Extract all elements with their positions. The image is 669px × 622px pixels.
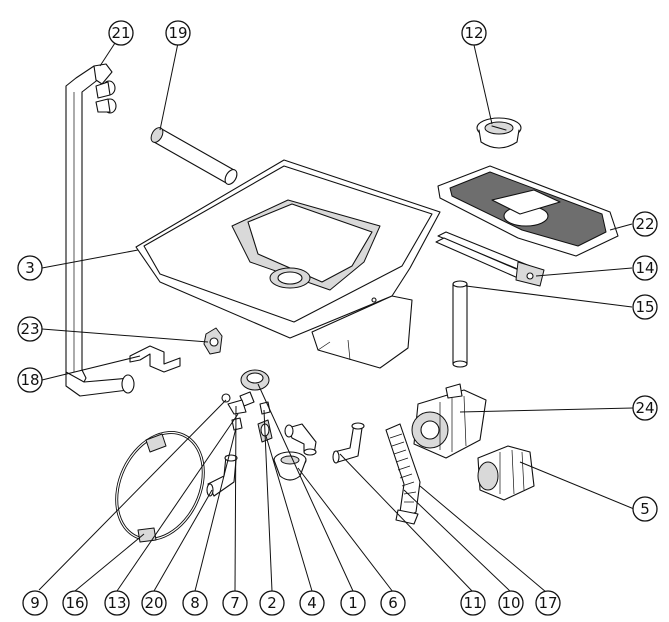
filter-tray-drawing — [437, 165, 619, 257]
callout-6-label: 6 — [388, 594, 398, 612]
leader-14 — [535, 267, 633, 277]
leader-22 — [609, 223, 633, 231]
callout-16: 16 — [62, 590, 88, 616]
callout-15: 15 — [632, 294, 658, 320]
callout-9: 9 — [22, 590, 48, 616]
hose-ring-drawing — [115, 431, 205, 543]
leader-6 — [297, 467, 394, 593]
callout-9-label: 9 — [30, 594, 40, 612]
leader-11 — [339, 453, 474, 593]
callout-6: 6 — [380, 590, 406, 616]
callout-8-label: 8 — [190, 594, 200, 612]
callout-3-label: 3 — [25, 259, 35, 277]
callout-17-label: 17 — [538, 594, 557, 612]
leader-4 — [265, 435, 313, 592]
callout-5-label: 5 — [640, 500, 650, 518]
drain-valve-drawing — [203, 327, 223, 355]
callout-23-label: 23 — [20, 320, 39, 338]
callout-1-label: 1 — [348, 594, 358, 612]
callout-24-label: 24 — [635, 399, 654, 417]
bracket-drawing — [129, 345, 181, 373]
callout-14-label: 14 — [635, 259, 654, 277]
callout-14: 14 — [632, 255, 658, 281]
callout-1: 1 — [340, 590, 366, 616]
callout-7: 7 — [222, 590, 248, 616]
callout-24: 24 — [632, 395, 658, 421]
callout-4-label: 4 — [307, 594, 317, 612]
callout-8: 8 — [182, 590, 208, 616]
leader-13 — [116, 413, 239, 592]
elbow-drawing — [206, 454, 238, 497]
callout-22-label: 22 — [635, 215, 654, 233]
callout-18: 18 — [17, 367, 43, 393]
tank-drawing — [135, 159, 441, 369]
fittings-cluster-drawing — [221, 369, 271, 431]
callout-10-label: 10 — [501, 594, 520, 612]
callout-10: 10 — [498, 590, 524, 616]
leader-16 — [74, 533, 145, 592]
u-pipe-drawing — [65, 63, 135, 397]
callout-2: 2 — [259, 590, 285, 616]
leader-8 — [194, 427, 237, 592]
callout-12: 12 — [461, 20, 487, 46]
leader-21 — [99, 42, 116, 67]
wash-pump-drawing — [411, 383, 487, 459]
strainer-cup-drawing — [476, 117, 522, 149]
drain-pump-drawing — [477, 445, 535, 501]
leader-12 — [473, 44, 493, 125]
leader-lines — [38, 42, 635, 593]
leader-5 — [519, 461, 635, 510]
leader-19 — [159, 42, 179, 131]
callout-15-label: 15 — [635, 298, 654, 316]
callout-7-label: 7 — [230, 594, 240, 612]
callout-13: 13 — [104, 590, 130, 616]
elbow-hose-drawing — [284, 423, 317, 456]
callout-21-label: 21 — [111, 24, 130, 42]
leader-23 — [41, 328, 209, 343]
drain-cup-drawing — [273, 451, 307, 481]
callout-18-label: 18 — [20, 371, 39, 389]
callout-12-label: 12 — [464, 24, 483, 42]
callout-3: 3 — [17, 255, 43, 281]
leader-24 — [459, 407, 634, 413]
callout-11-label: 11 — [463, 594, 482, 612]
callout-16-label: 16 — [65, 594, 84, 612]
corrugated-hose-drawing — [385, 423, 421, 525]
callout-20: 20 — [141, 590, 167, 616]
overflow-pipe-drawing — [452, 280, 468, 368]
leader-9 — [38, 399, 227, 591]
callout-23: 23 — [17, 316, 43, 342]
leader-17 — [419, 485, 547, 593]
callout-19-label: 19 — [168, 24, 187, 42]
callout-21: 21 — [108, 20, 134, 46]
heating-element-drawing — [435, 231, 545, 287]
callout-19: 19 — [165, 20, 191, 46]
overflow-tube-drawing — [150, 127, 238, 185]
callouts: 21 19 12 3 22 14 15 23 — [17, 20, 658, 616]
callout-2-label: 2 — [267, 594, 277, 612]
leader-3 — [41, 249, 139, 269]
leader-10 — [403, 489, 512, 593]
leader-2 — [263, 409, 273, 592]
leader-20 — [153, 489, 213, 592]
callout-20-label: 20 — [144, 594, 163, 612]
callout-5: 5 — [632, 496, 658, 522]
callout-17: 17 — [535, 590, 561, 616]
elbow-hose-2-drawing — [332, 422, 365, 464]
leader-1 — [257, 383, 354, 592]
callout-11: 11 — [460, 590, 486, 616]
leader-15 — [465, 285, 633, 308]
callout-22: 22 — [632, 211, 658, 237]
leader-18 — [41, 355, 141, 381]
callout-13-label: 13 — [107, 594, 126, 612]
leader-7 — [234, 405, 237, 592]
callout-4: 4 — [299, 590, 325, 616]
